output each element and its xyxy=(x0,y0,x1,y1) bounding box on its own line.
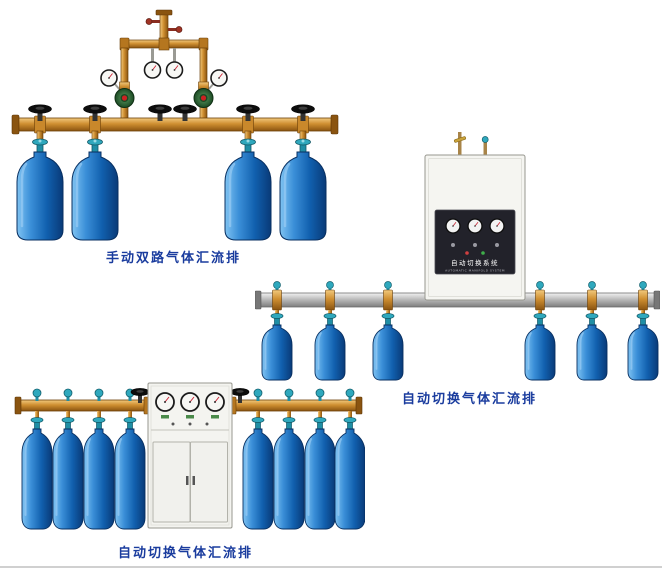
inlet-riser-pipe xyxy=(458,132,462,158)
cylinder-valve xyxy=(87,138,103,153)
auto-switch-floor-illustration xyxy=(14,382,365,530)
panel-label xyxy=(211,415,219,419)
control-cabinet: 自动切换系统 AUTOMATIC MANIFOLD SYSTEM xyxy=(424,132,526,301)
gas-cylinder xyxy=(304,428,336,530)
station xyxy=(314,281,346,381)
cylinder-valve xyxy=(585,313,599,326)
ball-valve-lever xyxy=(453,136,467,143)
station xyxy=(576,281,608,381)
cylinder-valve xyxy=(636,313,650,326)
gas-cylinder xyxy=(273,428,305,530)
station xyxy=(242,388,274,530)
pressure-gauges xyxy=(143,48,184,79)
gas-cylinder xyxy=(52,428,84,530)
station xyxy=(304,388,336,530)
panel-knob xyxy=(171,422,175,426)
panel-knob xyxy=(188,422,192,426)
station xyxy=(627,281,659,381)
door-handle xyxy=(192,476,195,485)
auto-switch-wall-illustration: 自动切换系统 AUTOMATIC MANIFOLD SYSTEM xyxy=(255,132,660,381)
cabinet-door-right xyxy=(190,441,228,523)
gas-cylinder xyxy=(21,428,53,530)
panel-gauge xyxy=(205,392,225,412)
panel-gauge xyxy=(180,392,200,412)
gas-cylinder xyxy=(83,428,115,530)
pressure-gauge xyxy=(165,61,184,79)
control-cabinet xyxy=(147,382,233,529)
product-caption-manual-dual: 手动双路气体汇流排 xyxy=(106,251,242,266)
gas-cylinder xyxy=(15,150,65,242)
manual-dual-manifold-illustration xyxy=(11,9,339,242)
gas-cylinder xyxy=(627,324,659,381)
gas-cylinder xyxy=(524,324,556,381)
cylinder-stations xyxy=(261,281,659,381)
product-caption-auto-switch-floor: 自动切换气体汇流排 xyxy=(118,546,254,561)
pressure-gauge xyxy=(143,61,162,79)
gas-cylinder xyxy=(576,324,608,381)
panel-gauge xyxy=(489,218,505,234)
pressure-gauge xyxy=(210,69,228,87)
regulator-left xyxy=(100,69,135,108)
bottom-divider xyxy=(0,566,662,568)
station xyxy=(524,281,556,381)
cylinder-valve xyxy=(381,313,395,326)
panel-gauge xyxy=(155,392,175,412)
indicator-light-green xyxy=(481,251,485,255)
inlet-riser-pipe xyxy=(483,142,487,158)
panel-gauge xyxy=(467,218,483,234)
gas-cylinder xyxy=(242,428,274,530)
gas-cylinder xyxy=(372,324,404,381)
panel-knob xyxy=(451,243,455,247)
cylinder-valve xyxy=(32,138,48,153)
cylinder-stations xyxy=(21,388,365,530)
gas-cylinder xyxy=(114,428,146,530)
pressure-gauge xyxy=(100,69,118,87)
product-figure-auto-switch-floor xyxy=(10,378,365,540)
cylinder-valve xyxy=(240,138,256,153)
regulator-right xyxy=(193,69,228,108)
cabinet-label-text: 自动切换系统 xyxy=(451,258,499,267)
station xyxy=(52,388,84,530)
panel-knob xyxy=(495,243,499,247)
indicator-light-red xyxy=(465,251,469,255)
door-handle xyxy=(186,476,189,485)
station xyxy=(261,281,293,381)
product-caption-auto-switch-wall: 自动切换气体汇流排 xyxy=(402,392,538,407)
panel-gauge xyxy=(445,218,461,234)
gas-cylinder xyxy=(261,324,293,381)
inlet-valve-handle xyxy=(168,28,178,31)
panel-knob xyxy=(205,422,209,426)
station xyxy=(21,388,53,530)
panel-label xyxy=(161,415,169,419)
cylinder-valve xyxy=(323,313,337,326)
station xyxy=(372,281,404,381)
cylinder-valve xyxy=(533,313,547,326)
station xyxy=(273,388,305,530)
cylinder-valve xyxy=(270,313,284,326)
inlet-valve-handle xyxy=(150,20,160,23)
gas-cylinder xyxy=(70,150,120,242)
panel-label xyxy=(186,415,194,419)
product-figure-manual-dual xyxy=(10,6,340,246)
gas-cylinder xyxy=(334,428,365,530)
cabinet-door-left xyxy=(152,441,191,523)
station xyxy=(83,388,115,530)
inlet-tee-pipes xyxy=(119,9,209,121)
product-figure-auto-switch-wall: 自动切换系统 AUTOMATIC MANIFOLD SYSTEM xyxy=(255,118,660,382)
panel-knob xyxy=(473,243,477,247)
cabinet-sublabel-text: AUTOMATIC MANIFOLD SYSTEM xyxy=(445,269,505,273)
riser-valve-knob xyxy=(481,136,489,143)
station xyxy=(334,388,365,530)
manifold-main-pipe xyxy=(11,114,339,135)
gas-cylinder xyxy=(314,324,346,381)
cylinder-connections xyxy=(32,130,311,153)
